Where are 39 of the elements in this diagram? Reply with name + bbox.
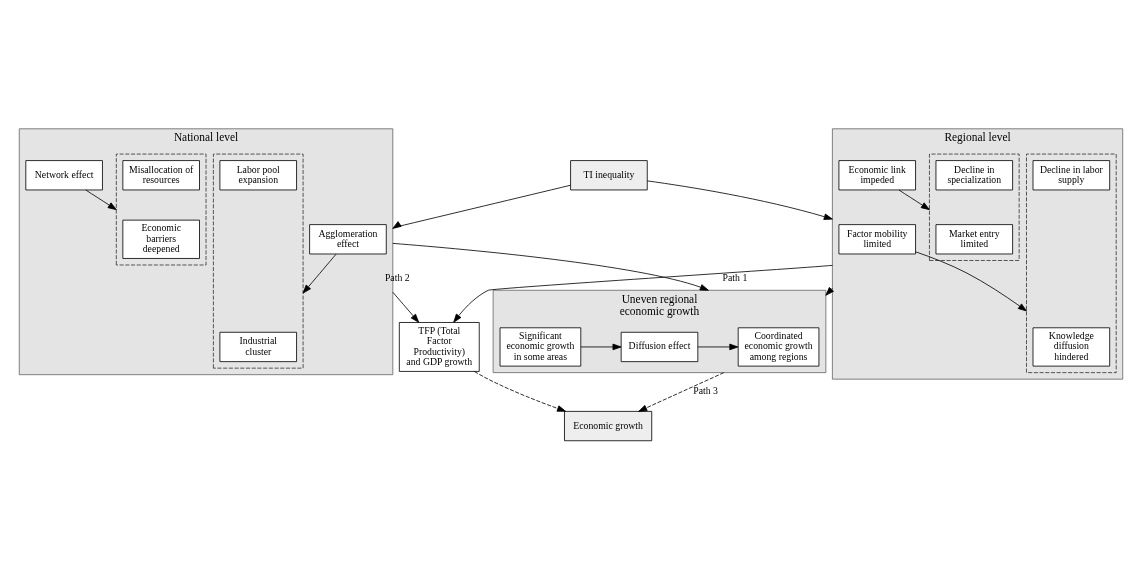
node-box: Economic growth (564, 410, 653, 442)
arrow (302, 253, 337, 294)
cluster (212, 153, 304, 369)
arrow (697, 343, 739, 351)
arrow (392, 184, 571, 229)
node-box: Network effect (25, 160, 103, 191)
arrow (825, 287, 834, 296)
node-box: Significant economic growth in some areas (499, 327, 582, 367)
node-box: Knowledge diffusion hindered (1032, 327, 1111, 367)
arrow (898, 189, 930, 211)
arrow (85, 189, 117, 211)
arrow (473, 371, 566, 412)
arrow (646, 180, 833, 220)
node-box: Factor mobility limited (838, 224, 916, 255)
arrow (392, 291, 420, 323)
cluster (1026, 153, 1117, 374)
node-box: Labor pool expansion (219, 160, 297, 191)
edge-label: Path 2 (384, 271, 410, 283)
node-box: Diffusion effect (620, 331, 699, 363)
cluster (115, 153, 207, 266)
node-box: Economic barriers deepened (122, 219, 200, 259)
arrow (392, 242, 709, 291)
cluster (929, 153, 1020, 261)
node-box: Economic link impeded (838, 160, 916, 191)
node-box: Decline in labor supply (1032, 160, 1111, 191)
arrow (915, 251, 1027, 312)
node-box: TI inequality (570, 160, 648, 191)
arrow (453, 264, 833, 323)
edge-label: Path 1 (722, 271, 748, 283)
node-box: Agglomeration effect (309, 224, 387, 255)
edge-label: Path 3 (693, 384, 718, 396)
node-box: Coordinated economic growth among regions (737, 327, 820, 367)
node-box: TFP (Total Factor Productivity) and GDP growth (398, 322, 480, 372)
node-box: Misallocation of resources (122, 160, 200, 191)
node-box: Market entry limited (935, 224, 1014, 255)
arrow (580, 343, 622, 351)
arrow (638, 372, 725, 412)
node-box: Industrial cluster (219, 331, 297, 363)
node-box: Decline in specialization (935, 160, 1014, 191)
